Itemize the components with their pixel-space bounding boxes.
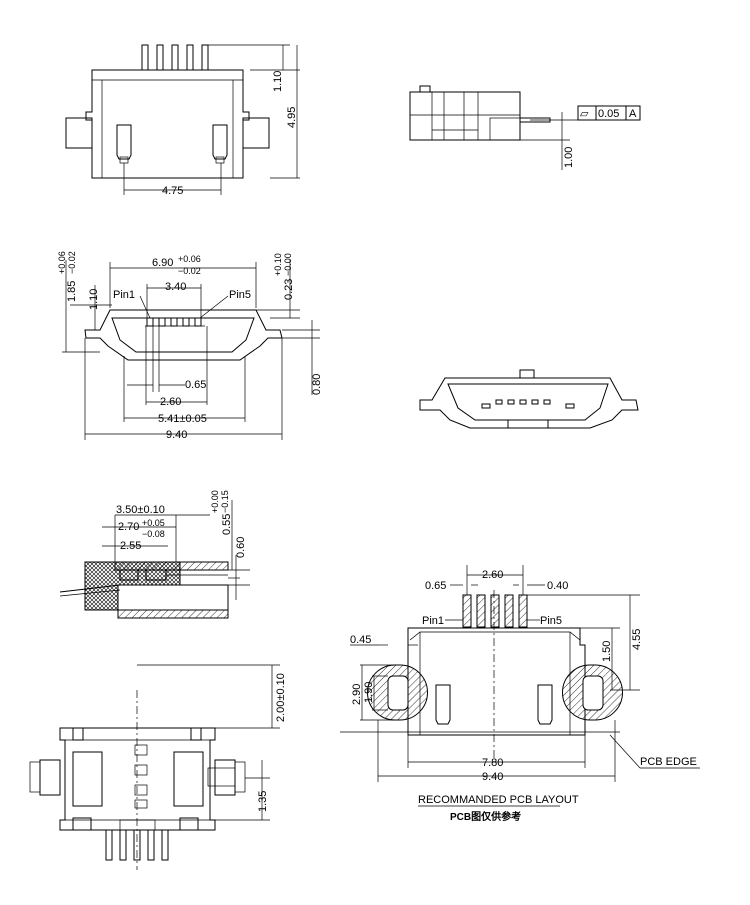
dim-1-10-front: 1.10 [88, 289, 100, 310]
dim-0-55: 0.55 [221, 514, 233, 535]
pcb-pin1-label: Pin1 [422, 615, 444, 627]
pcb-edge-label: PCB EDGE [640, 756, 697, 768]
pcb-dim-1-90: 1.90 [363, 682, 375, 703]
dim-2-60: 2.60 [160, 396, 181, 408]
pcb-dim-1-50: 1.50 [601, 641, 613, 662]
dim-1-85-tol-up: +0.06 [57, 251, 67, 274]
dim-1-10: 1.10 [272, 71, 284, 92]
dim-0-55-tol-up: +0.00 [210, 490, 220, 513]
dim-2-70-tol-dn: −0.08 [142, 529, 165, 539]
pcb-dim-7-80: 7.80 [482, 757, 503, 769]
pcb-layout-subtitle: PCB图仅供参考 [450, 810, 521, 823]
pcb-pin5-label: Pin5 [540, 615, 562, 627]
dim-9-40: 9.40 [166, 429, 187, 441]
pcb-dim-9-40: 9.40 [482, 771, 503, 783]
dim-5-41: 5.41±0.05 [158, 413, 207, 425]
front-view-outline [419, 369, 639, 429]
dim-0-60: 0.60 [235, 537, 247, 558]
dim-6-90-tol-up: +0.06 [178, 254, 201, 264]
section-view: 3.50±0.10 2.70 +0.05 −0.08 2.55 0.55 +0.… [59, 490, 250, 619]
dim-6-90-tol-dn: −0.02 [178, 266, 201, 276]
pcb-signal-pads [462, 594, 528, 628]
dim-1-00: 1.00 [563, 147, 575, 168]
dim-0-23-tol-up: +0.10 [273, 253, 283, 276]
dim-1-35: 1.35 [257, 791, 269, 812]
dim-0-23: 0.23 [283, 279, 295, 300]
dim-1-85-tol-dn: −0.02 [67, 251, 77, 274]
dim-2-00: 2.00±0.10 [275, 673, 287, 722]
bottom-view: 2.00±0.10 1.35 [29, 664, 287, 870]
pin1-label: Pin1 [113, 289, 135, 301]
pcb-dim-0-65: 0.65 [425, 580, 446, 592]
pcb-dim-4-55: 4.55 [631, 629, 643, 650]
dim-2-55: 2.55 [120, 540, 141, 552]
front-view: 6.90 +0.06 −0.02 3.40 Pin1 Pin5 1.85 +0.… [57, 251, 323, 441]
side-view-right: 1.00 ▱ 0.05 A [409, 85, 641, 170]
pcb-layout-title: RECOMMANDED PCB LAYOUT [418, 794, 579, 806]
dim-0-65: 0.65 [185, 379, 206, 391]
dim-2-70: 2.70 [118, 521, 139, 533]
front-view-pins [146, 317, 202, 327]
top-view-pins [141, 44, 209, 71]
dim-0-80: 0.80 [311, 374, 323, 395]
pcb-layout: 2.60 0.65 0.40 Pin1 Pin5 0.45 2.90 1.90 … [340, 565, 700, 823]
dim-3-50: 3.50±0.10 [116, 504, 165, 516]
flatness-icon: ▱ [580, 108, 589, 120]
bottom-view-pins [105, 829, 169, 861]
dim-0-23-tol-dn: −0.00 [283, 253, 293, 276]
pcb-dim-0-40: 0.40 [547, 580, 568, 592]
dim-0-55-tol-dn: −0.15 [220, 490, 230, 513]
dim-4-95: 4.95 [286, 107, 298, 128]
dim-1-85: 1.85 [66, 281, 78, 302]
front-view-outline-pins [495, 399, 551, 405]
top-view: 1.10 4.95 4.75 [65, 44, 300, 197]
flatness-frame: ▱ 0.05 A [577, 105, 641, 121]
pcb-dim-0-45: 0.45 [350, 634, 371, 646]
dim-4-75: 4.75 [162, 185, 183, 197]
dim-2-70-tol-up: +0.05 [142, 518, 165, 528]
datum-label: A [629, 108, 637, 120]
flatness-value: 0.05 [598, 108, 619, 120]
pin5-label: Pin5 [229, 289, 251, 301]
dim-3-40: 3.40 [165, 281, 186, 293]
dim-6-90: 6.90 [152, 257, 173, 269]
pcb-dim-2-60: 2.60 [482, 569, 503, 581]
pcb-dim-2-90: 2.90 [351, 684, 363, 705]
